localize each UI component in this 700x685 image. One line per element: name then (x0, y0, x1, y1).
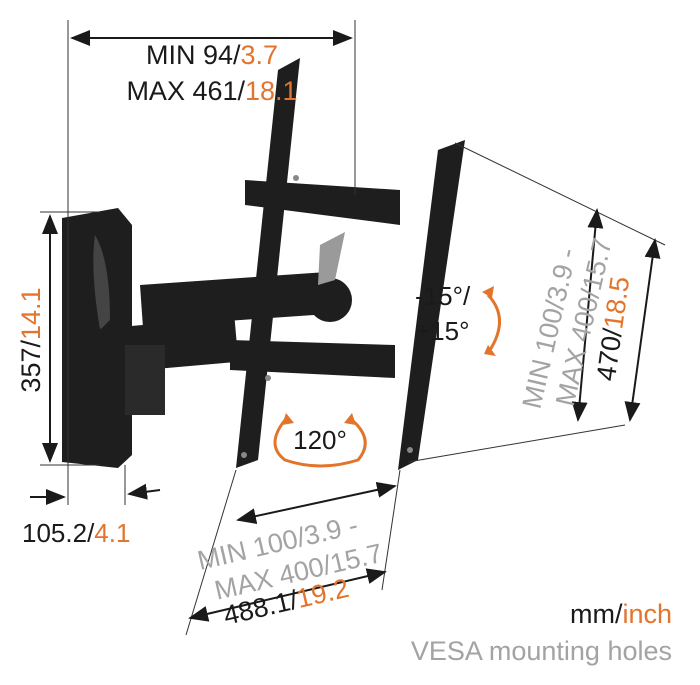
wall-plate-height-inch: 14.1 (16, 287, 46, 340)
mount-illustration (62, 58, 465, 470)
min-arm-inch: 3.7 (240, 40, 278, 70)
tilt-minus-label: -15°/ (415, 281, 471, 311)
max-arm-mm: MAX 461/ (126, 76, 245, 106)
wall-plate-highlight (93, 235, 110, 330)
vesa-rail-bottom (230, 340, 395, 378)
swivel-label: 120° (293, 425, 347, 455)
depth-mm: 105.2/ (22, 518, 95, 548)
extension-line (454, 142, 666, 246)
screw-hole (293, 175, 299, 181)
vesa-arm-left (236, 58, 300, 468)
swivel-arrowhead-icon (344, 413, 356, 425)
tilt-arrowhead-icon (484, 345, 496, 356)
total-width-arrow (188, 568, 387, 622)
swivel-arrowhead-icon (282, 413, 294, 425)
vesa-vertical-arrow (571, 208, 604, 422)
arm-upper (140, 272, 323, 327)
unit-inch: inch (622, 599, 672, 629)
depth-label: 105.2/4.1 (22, 518, 130, 548)
wall-hinge (125, 345, 165, 415)
tilt-plus-label: +15° (415, 316, 470, 346)
screw-hole (241, 452, 247, 458)
unit-mm: mm/ (570, 599, 623, 629)
depth-arrow-right (127, 483, 161, 500)
wall-plate-height-label: 357/14.1 (16, 287, 46, 392)
screw-hole (265, 375, 271, 381)
plate-height-label: 470/18.5 (591, 275, 635, 383)
depth-inch: 4.1 (94, 518, 130, 548)
unit-legend: mm/inch (570, 599, 672, 629)
swivel-arrow-icon (273, 418, 367, 468)
wall-plate-height-mm: 357/ (16, 340, 46, 393)
plate-height-inch: 18.5 (598, 275, 635, 331)
tilt-arrowhead-icon (482, 286, 494, 298)
vesa-arm-right (398, 140, 465, 470)
tilt-arrow-icon (486, 293, 501, 351)
plate-height-arrow (624, 238, 661, 422)
max-arm-label: MAX 461/18.1 (126, 76, 297, 106)
tilt-joint (318, 232, 345, 285)
screw-hole (407, 447, 413, 453)
vesa-caption: VESA mounting holes (411, 636, 672, 666)
plate-height-mm: 470/ (591, 326, 628, 383)
min-arm-label: MIN 94/3.7 (146, 40, 278, 70)
min-arm-mm: MIN 94/ (146, 40, 241, 70)
max-arm-inch: 18.1 (245, 76, 298, 106)
arm-joint (308, 278, 352, 322)
vesa-horizontal-arrow (236, 481, 397, 525)
extension-line (407, 424, 626, 463)
